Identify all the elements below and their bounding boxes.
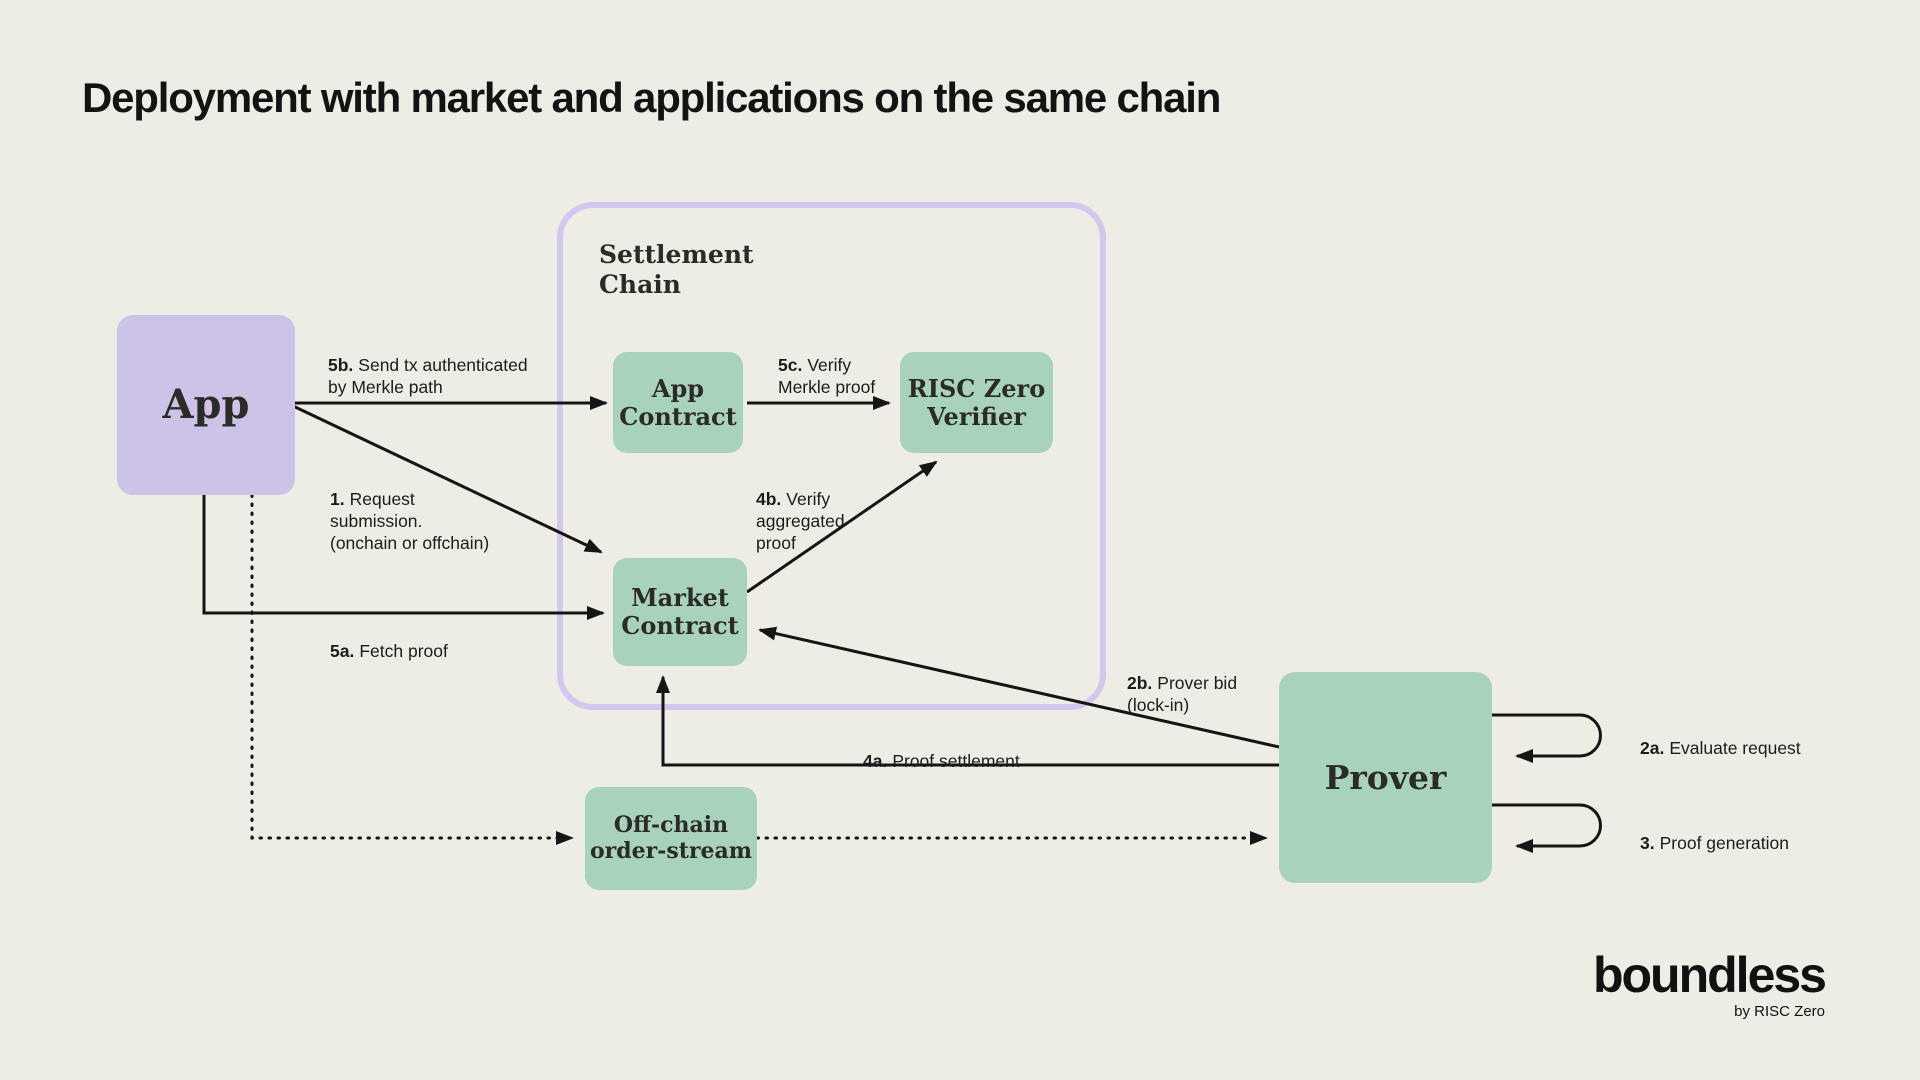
annotation-5b-send-tx: 5b.Send tx authenticated by Merkle path: [328, 332, 528, 398]
page-title: Deployment with market and applications …: [82, 74, 1221, 121]
annotation-3-number: 3.: [1640, 833, 1655, 853]
node-market-contract: Market Contract: [613, 558, 747, 666]
annotation-4b-verify-aggregated: 4b.Verify aggregated proof: [756, 466, 845, 554]
annotation-1-request-submission: 1.Request submission. (onchain or offcha…: [330, 466, 489, 554]
boundless-logo-wordmark: boundless: [1592, 947, 1827, 1003]
boundless-logo: boundless by RISC Zero: [1592, 947, 1827, 1020]
loop-arrow-2a-evaluate: [1492, 713, 1602, 763]
annotation-2a-number: 2a.: [1640, 738, 1665, 758]
loop-arrow-3-proof-generation: [1492, 803, 1602, 853]
annotation-2b-prover-bid: 2b.Prover bid (lock-in): [1127, 650, 1237, 716]
annotation-4a-text: Proof settlement: [892, 751, 1020, 771]
annotation-5a-number: 5a.: [330, 641, 355, 661]
annotation-5c-number: 5c.: [778, 355, 803, 375]
annotation-3-proof-generation: 3.Proof generation: [1640, 810, 1789, 854]
annotation-4b-text: Verify aggregated proof: [756, 489, 845, 553]
annotation-4a-proof-settlement: 4a.Proof settlement: [863, 728, 1020, 772]
settlement-chain-label: Settlement Chain: [599, 240, 754, 299]
annotation-3-text: Proof generation: [1659, 833, 1790, 853]
annotation-1-text: Request submission. (onchain or offchain…: [330, 489, 490, 553]
annotation-2b-text: Prover bid (lock-in): [1127, 673, 1238, 715]
annotation-5c-verify-merkle: 5c.Verify Merkle proof: [778, 332, 875, 398]
annotation-2a-evaluate-request: 2a.Evaluate request: [1640, 715, 1801, 759]
node-app: App: [117, 315, 295, 495]
node-app-contract: App Contract: [613, 352, 743, 453]
node-risc-zero-verifier: RISC Zero Verifier: [900, 352, 1053, 453]
node-prover: Prover: [1279, 672, 1492, 883]
annotation-1-number: 1.: [330, 489, 345, 509]
annotation-5c-text: Verify Merkle proof: [778, 355, 876, 397]
annotation-5a-fetch-proof: 5a.Fetch proof: [330, 618, 448, 662]
boundless-logo-byline: by RISC Zero: [1734, 1003, 1825, 1020]
annotation-5a-text: Fetch proof: [359, 641, 448, 661]
annotation-4a-number: 4a.: [863, 751, 888, 771]
annotation-4b-number: 4b.: [756, 489, 782, 509]
annotation-5b-number: 5b.: [328, 355, 354, 375]
annotation-2b-number: 2b.: [1127, 673, 1153, 693]
annotation-5b-text: Send tx authenticated by Merkle path: [328, 355, 528, 397]
node-offchain-order-stream: Off-chain order-stream: [585, 787, 757, 890]
annotation-2a-text: Evaluate request: [1669, 738, 1801, 758]
